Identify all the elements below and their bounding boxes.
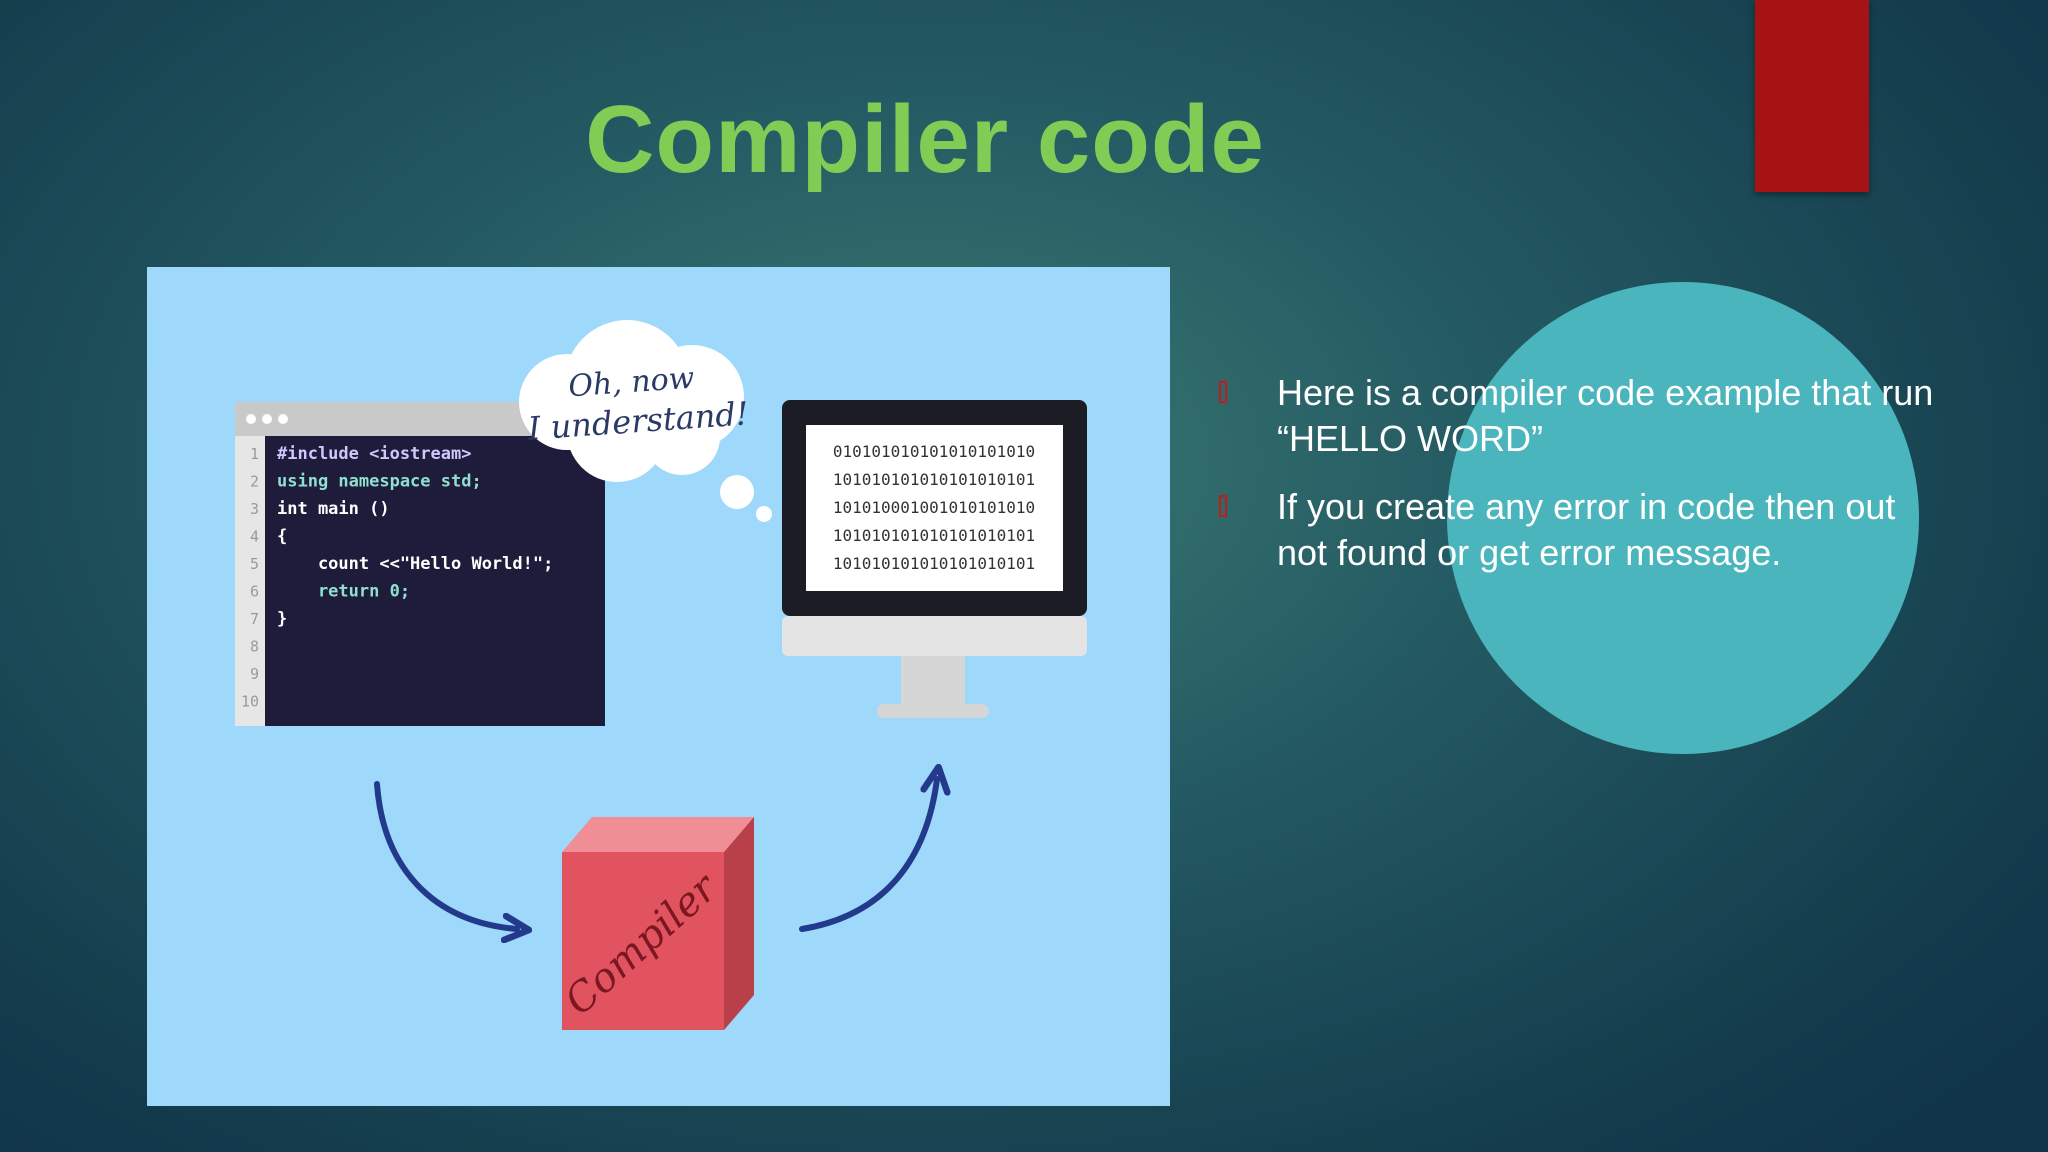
- arrow-left-curve: [377, 784, 517, 929]
- code-line-number: 1: [250, 445, 259, 463]
- bullet-marker-icon: [1219, 495, 1227, 517]
- bullet-list: Here is a compiler code example that run…: [1215, 370, 1935, 598]
- code-line-number: 6: [250, 583, 259, 601]
- binary-line: 101010101010101010101: [833, 470, 1035, 489]
- code-line-number: 5: [250, 555, 259, 573]
- bullet-marker-icon: [1219, 381, 1227, 403]
- binary-line: 010101010101010101010: [833, 442, 1035, 461]
- code-line-number: 3: [250, 500, 259, 518]
- bullet-text: Here is a compiler code example that run…: [1277, 372, 1933, 459]
- binary-line: 101010001001010101010: [833, 498, 1035, 517]
- code-editor-window: 1 #include <iostream> 2 using namespace std…: [235, 402, 605, 726]
- slide-title: Compiler code: [0, 85, 1850, 195]
- code-line-text: return 0;: [277, 582, 410, 602]
- code-line-number: 4: [250, 528, 259, 546]
- compiler-illustration: 1 #include <iostream> 2 using namespace std…: [147, 267, 1170, 1106]
- code-line-text: }: [277, 609, 287, 629]
- code-line-number: 7: [250, 610, 259, 628]
- code-line-text: using namespace std;: [277, 472, 482, 492]
- code-line-number: 10: [241, 693, 259, 711]
- code-line-number: 9: [250, 665, 259, 683]
- binary-line: 101010101010101010101: [833, 554, 1035, 573]
- code-line-text: count <<"Hello World!";: [277, 554, 553, 574]
- binary-line: 101010101010101010101: [833, 526, 1035, 545]
- code-line-number: 8: [250, 638, 259, 656]
- code-line-number: 2: [250, 473, 259, 491]
- code-line-text: #include <iostream>: [277, 444, 471, 464]
- code-line-text: {: [277, 527, 287, 547]
- compiler-illustration-svg: 1 #include <iostream> 2 using namespace std…: [147, 267, 1170, 1106]
- code-line-text: int main (): [277, 499, 390, 519]
- bullet-item: If you create any error in code then out…: [1215, 484, 1935, 576]
- arrow-right-curve: [802, 779, 937, 929]
- compiler-cube: Compiler: [556, 817, 754, 1030]
- bullet-text: If you create any error in code then out…: [1277, 486, 1895, 573]
- monitor: 010101010101010101010 1010101010101010101…: [782, 400, 1087, 718]
- bullet-item: Here is a compiler code example that run…: [1215, 370, 1935, 462]
